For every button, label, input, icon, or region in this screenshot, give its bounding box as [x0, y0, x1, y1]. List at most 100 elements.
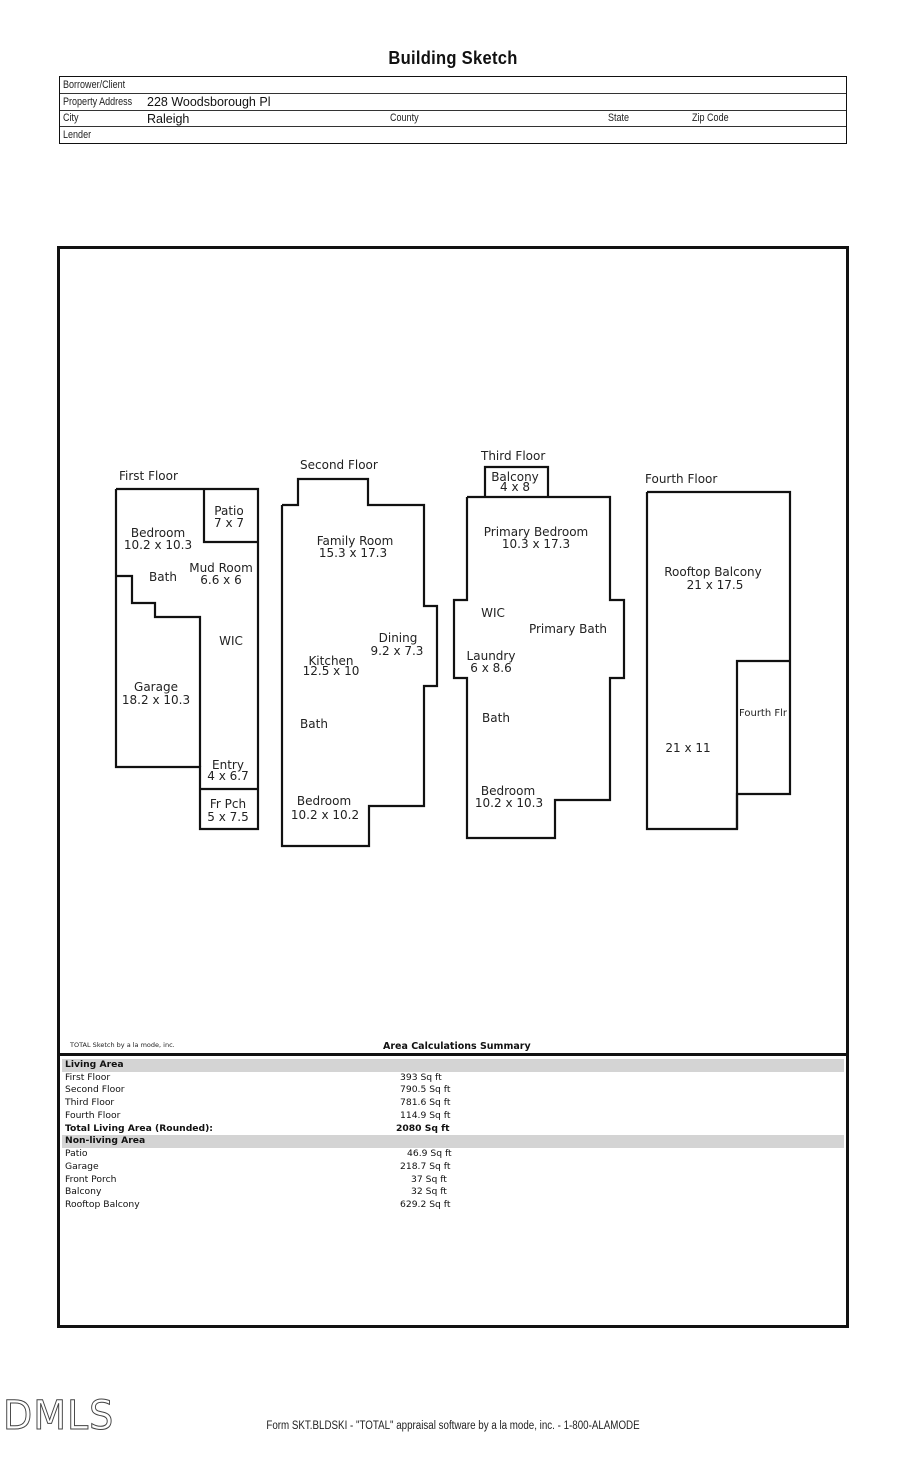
row-value: 393 Sq ft: [400, 1071, 442, 1083]
row-value: 629.2 Sq ft: [400, 1199, 451, 1211]
row-label: Front Porch: [65, 1173, 117, 1185]
room-dims: 10.2 x 10.3: [124, 538, 192, 552]
room-name: Primary Bedroom: [484, 525, 588, 539]
borrower-row: Borrower/Client: [60, 77, 846, 94]
room-name: Bedroom: [297, 794, 351, 808]
row-label: Rooftop Balcony: [65, 1199, 140, 1211]
form-footer: Form SKT.BLDSKI - "TOTAL" appraisal soft…: [266, 1420, 640, 1432]
row-value: 781.6 Sq ft: [400, 1097, 451, 1109]
room-name: Rooftop Balcony: [664, 565, 762, 579]
total-label: Total Living Area (Rounded):: [65, 1122, 213, 1134]
table-row: First Floor 393 Sq ft: [62, 1072, 844, 1085]
sketch-frame: [57, 246, 849, 1328]
area-summary-table: Living Area First Floor 393 Sq ft Second …: [62, 1059, 844, 1212]
room-dims: 21 x 11: [665, 741, 710, 755]
row-label: Garage: [65, 1160, 99, 1172]
room-dims: 5 x 7.5: [207, 810, 248, 824]
room-name: Kitchen: [308, 654, 353, 668]
room-name: Bedroom: [481, 784, 535, 798]
lender-row: Lender: [60, 127, 846, 143]
room-dims: 10.3 x 17.3: [502, 537, 570, 551]
fourth-floor-plan: [645, 490, 792, 831]
logo-text: DMLS: [3, 1393, 115, 1440]
borrower-label: Borrower/Client: [63, 79, 126, 91]
row-label: Balcony: [65, 1186, 102, 1198]
room-name: Primary Bath: [529, 622, 607, 636]
room-dims: 4 x 6.7: [207, 769, 248, 783]
room-name: Fr Pch: [210, 797, 246, 811]
living-area-header: Living Area: [62, 1059, 844, 1072]
row-value: 218.7 Sq ft: [400, 1160, 451, 1172]
table-row: Third Floor 781.6 Sq ft: [62, 1097, 844, 1110]
room-dims: 9.2 x 7.3: [371, 644, 424, 658]
nonliving-area-header: Non-living Area: [62, 1135, 844, 1148]
second-floor-plan: [280, 477, 439, 848]
state-label: State: [608, 112, 630, 124]
row-value: 32 Sq ft: [411, 1186, 447, 1198]
room-dims: 6.6 x 6: [200, 573, 241, 587]
row-value: 46.9 Sq ft: [407, 1147, 452, 1159]
room-dims: 6 x 8.6: [470, 661, 511, 675]
software-credit: TOTAL Sketch by a la mode, inc.: [70, 1041, 175, 1049]
room-name: Patio: [214, 504, 243, 518]
summary-divider: [57, 1053, 849, 1056]
table-row: Fourth Floor 114.9 Sq ft: [62, 1110, 844, 1123]
room-name: WIC: [219, 634, 243, 648]
summary-title: Area Calculations Summary: [383, 1041, 531, 1052]
total-row: Total Living Area (Rounded): 2080 Sq ft: [62, 1123, 844, 1136]
first-floor-label: First Floor: [119, 469, 178, 483]
lender-label: Lender: [63, 129, 92, 141]
city-value: Raleigh: [147, 112, 190, 126]
room-name: Bath: [149, 570, 177, 584]
row-value: 114.9 Sq ft: [400, 1109, 451, 1121]
room-dims: 12.5 x 10: [303, 664, 360, 678]
table-row: Second Floor 790.5 Sq ft: [62, 1084, 844, 1097]
floor-plan-sketch: First Floor Patio 7 x 7 Bedroom 10.2 x 1…: [114, 449, 792, 848]
second-floor-label: Second Floor: [300, 458, 378, 472]
room-dims: 4 x 8: [500, 480, 530, 494]
room-name: Laundry: [467, 649, 516, 663]
room-name: Fourth Flr: [739, 708, 788, 719]
room-name: Dining: [379, 631, 418, 645]
room-dims: 15.3 x 17.3: [319, 546, 387, 560]
row-value: 790.5 Sq ft: [400, 1084, 451, 1096]
room-name: Balcony: [491, 470, 539, 484]
room-name: Bedroom: [131, 526, 185, 540]
row-label: Fourth Floor: [65, 1109, 121, 1121]
row-label: Second Floor: [65, 1084, 125, 1096]
room-name: Garage: [134, 680, 178, 694]
dmls-logo: DMLS: [3, 1393, 115, 1440]
table-row: Patio 46.9 Sq ft: [62, 1148, 844, 1161]
page-title: Building Sketch: [388, 48, 518, 68]
room-dims: 10.2 x 10.2: [291, 808, 359, 822]
third-floor-plan: [452, 465, 626, 840]
table-row: Front Porch 37 Sq ft: [62, 1174, 844, 1187]
address-label: Property Address: [63, 96, 133, 108]
row-value: 37 Sq ft: [411, 1173, 447, 1185]
city-row: City Raleigh County State Zip Code: [60, 110, 846, 127]
room-dims: 21 x 17.5: [687, 578, 744, 592]
room-dims: 7 x 7: [214, 516, 244, 530]
city-label: City: [63, 112, 79, 124]
row-label: Third Floor: [65, 1097, 115, 1109]
total-value: 2080 Sq ft: [396, 1122, 450, 1134]
room-name: Family Room: [317, 534, 394, 548]
third-floor-label: Third Floor: [480, 449, 545, 463]
first-floor-plan: [114, 487, 260, 831]
row-label: First Floor: [65, 1071, 111, 1083]
table-row: Balcony 32 Sq ft: [62, 1186, 844, 1199]
room-name: Mud Room: [189, 561, 253, 575]
fourth-floor-label: Fourth Floor: [645, 472, 717, 486]
room-dims: 10.2 x 10.3: [475, 796, 543, 810]
table-row: Garage 218.7 Sq ft: [62, 1161, 844, 1174]
room-dims: 18.2 x 10.3: [122, 693, 190, 707]
room-name: WIC: [481, 606, 505, 620]
zip-label: Zip Code: [692, 112, 729, 124]
room-name: Bath: [300, 717, 328, 731]
county-label: County: [390, 112, 419, 124]
row-label: Patio: [65, 1147, 88, 1159]
property-info-table: Borrower/Client Property Address 228 Woo…: [59, 76, 847, 144]
address-row: Property Address 228 Woodsborough Pl: [60, 94, 846, 111]
room-name: Bath: [482, 711, 510, 725]
address-value: 228 Woodsborough Pl: [147, 95, 271, 109]
